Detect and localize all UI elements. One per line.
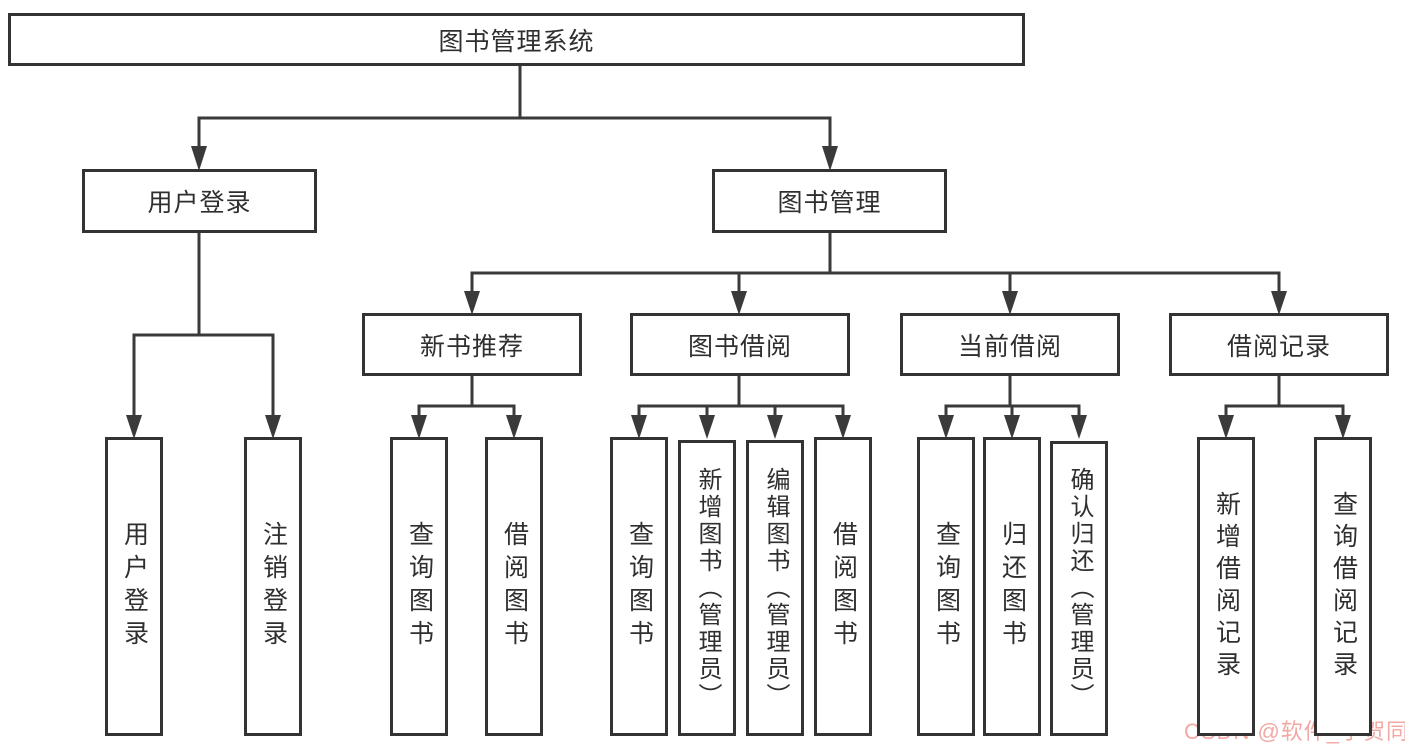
arrowhead-user-login	[191, 146, 207, 171]
leaf-borrow-query-books: 查询图书	[610, 437, 668, 736]
arrowhead-records-query	[1335, 415, 1351, 439]
node-current-borrow: 当前借阅	[900, 313, 1120, 376]
leaf-newbook-query-books-label: 查询图书	[405, 520, 434, 653]
node-book-borrow-label: 图书借阅	[687, 332, 792, 361]
node-root: 图书管理系统	[8, 13, 1025, 66]
arrowhead-borrow-edit	[767, 415, 783, 439]
node-new-book-recommend: 新书推荐	[362, 313, 582, 376]
node-borrow-records: 借阅记录	[1169, 313, 1389, 376]
leaf-borrow-add-books-admin: 新增图书（管理员）	[678, 440, 736, 736]
arrowhead-current-confirm	[1071, 415, 1087, 439]
node-user-login: 用户登录	[82, 169, 317, 233]
node-user-login-label: 用户登录	[147, 189, 252, 217]
arrowhead-book-management	[822, 146, 838, 171]
leaf-borrow-borrow-books-label: 借阅图书	[829, 520, 858, 653]
arrowhead-borrow-borrow	[835, 415, 851, 439]
leaf-logout: 注销登录	[244, 437, 302, 736]
leaf-current-confirm-return-admin: 确认归还（管理员）	[1050, 441, 1108, 736]
arrowhead-newbook-query	[411, 415, 427, 439]
arrowhead-leaf-logout	[265, 415, 281, 439]
leaf-records-query-record: 查询借阅记录	[1314, 437, 1372, 736]
node-book-management: 图书管理	[712, 169, 947, 233]
leaf-user-login: 用户登录	[105, 437, 163, 736]
node-book-borrow: 图书借阅	[630, 313, 850, 376]
leaf-newbook-borrow-books-label: 借阅图书	[500, 520, 529, 653]
arrowhead-leaf-user-login	[126, 415, 142, 439]
arrowhead-borrow-add	[699, 415, 715, 439]
leaf-current-query-books-label: 查询图书	[932, 520, 961, 653]
arrowhead-newbook-borrow	[506, 415, 522, 439]
leaf-borrow-query-books-label: 查询图书	[625, 520, 654, 653]
arrowhead-current-borrow	[1002, 291, 1018, 315]
leaf-borrow-add-books-admin-label: 新增图书（管理员）	[694, 466, 721, 710]
leaf-logout-label: 注销登录	[259, 520, 288, 653]
leaf-newbook-borrow-books: 借阅图书	[485, 437, 543, 736]
leaf-borrow-edit-books-admin: 编辑图书（管理员）	[746, 440, 804, 736]
leaf-newbook-query-books: 查询图书	[390, 437, 448, 736]
leaf-current-confirm-return-admin-label: 确认归还（管理员）	[1066, 467, 1093, 710]
arrowhead-book-borrow	[731, 291, 747, 315]
leaf-current-query-books: 查询图书	[917, 437, 975, 736]
node-root-label: 图书管理系统	[438, 27, 595, 56]
leaf-borrow-borrow-books: 借阅图书	[814, 437, 872, 736]
leaf-records-add-record-label: 新增借阅记录	[1212, 490, 1241, 683]
leaf-borrow-edit-books-admin-label: 编辑图书（管理员）	[762, 466, 789, 710]
arrowhead-new-book	[464, 291, 480, 315]
arrowhead-current-return	[1004, 415, 1020, 439]
arrowhead-borrow-query	[631, 415, 647, 439]
arrowhead-current-query	[938, 415, 954, 439]
leaf-current-return-books-label: 归还图书	[998, 520, 1027, 653]
node-current-borrow-label: 当前借阅	[957, 332, 1062, 361]
arrowhead-records-add	[1218, 415, 1234, 439]
leaf-user-login-label: 用户登录	[120, 520, 149, 653]
leaf-records-add-record: 新增借阅记录	[1197, 437, 1255, 736]
node-borrow-records-label: 借阅记录	[1226, 332, 1331, 361]
node-book-management-label: 图书管理	[777, 189, 882, 217]
arrowhead-borrow-records	[1271, 291, 1287, 315]
node-new-book-recommend-label: 新书推荐	[419, 332, 524, 361]
leaf-records-query-record-label: 查询借阅记录	[1329, 490, 1358, 683]
leaf-current-return-books: 归还图书	[983, 437, 1041, 736]
